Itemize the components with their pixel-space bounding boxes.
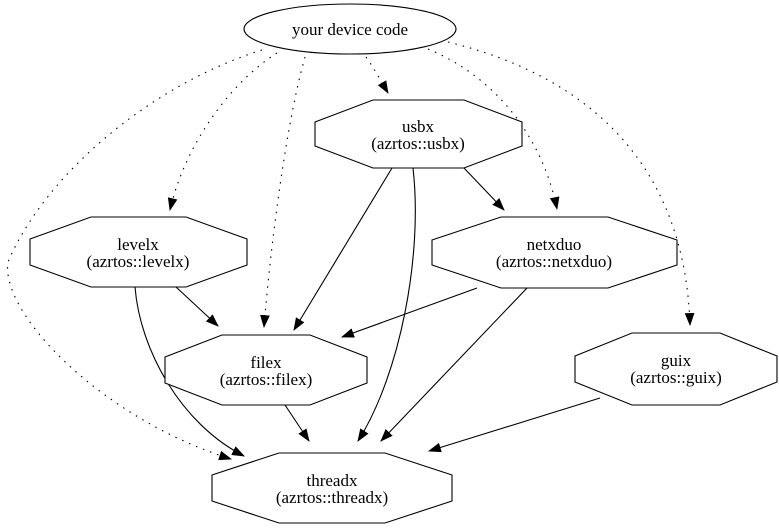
netxduo-label: netxduo [527, 235, 582, 254]
levelx-sublabel: (azrtos::levelx) [87, 252, 190, 271]
edge-guix-threadx [427, 397, 601, 453]
node-guix: guix (azrtos::guix) [574, 332, 778, 406]
node-threadx: threadx (azrtos::threadx) [211, 452, 453, 524]
filex-octagon-shape [164, 334, 368, 406]
node-usbx: usbx (azrtos::usbx) [314, 99, 523, 169]
edge-device-levelx [167, 52, 278, 212]
netxduo-sublabel: (azrtos::netxduo) [496, 252, 612, 271]
edge-device-netxduo [427, 48, 560, 211]
node-device: your device code [243, 3, 457, 55]
threadx-sublabel: (azrtos::threadx) [276, 488, 388, 507]
guix-octagon-shape [574, 332, 778, 406]
edge-usbx-netxduo [463, 167, 505, 211]
edge-usbx-threadx [357, 167, 416, 442]
edge-filex-threadx [284, 404, 310, 442]
usbx-label: usbx [402, 117, 435, 136]
edge-device-threadx [7, 49, 263, 461]
edge-netxduo-filex [340, 287, 478, 338]
device-ellipse-shape [243, 3, 457, 55]
netxduo-octagon-shape [431, 216, 678, 289]
edge-netxduo-threadx [380, 287, 528, 442]
levelx-label: levelx [117, 235, 159, 254]
levelx-octagon-shape [29, 216, 248, 288]
node-filex: filex (azrtos::filex) [164, 334, 368, 406]
usbx-octagon-shape [314, 99, 523, 169]
edge-device-usbx [365, 56, 389, 94]
edge-levelx-filex [175, 286, 219, 327]
edges [7, 41, 695, 461]
node-netxduo: netxduo (azrtos::netxduo) [431, 216, 678, 289]
filex-label: filex [250, 353, 282, 372]
node-levelx: levelx (azrtos::levelx) [29, 216, 248, 288]
edge-device-filex [260, 56, 306, 329]
filex-sublabel: (azrtos::filex) [220, 370, 313, 389]
device-label: your device code [292, 20, 408, 39]
threadx-octagon-shape [211, 452, 453, 524]
guix-sublabel: (azrtos::guix) [630, 368, 722, 387]
usbx-sublabel: (azrtos::usbx) [371, 134, 464, 153]
guix-label: guix [661, 351, 692, 370]
edge-usbx-filex [293, 167, 393, 331]
threadx-label: threadx [307, 471, 358, 490]
